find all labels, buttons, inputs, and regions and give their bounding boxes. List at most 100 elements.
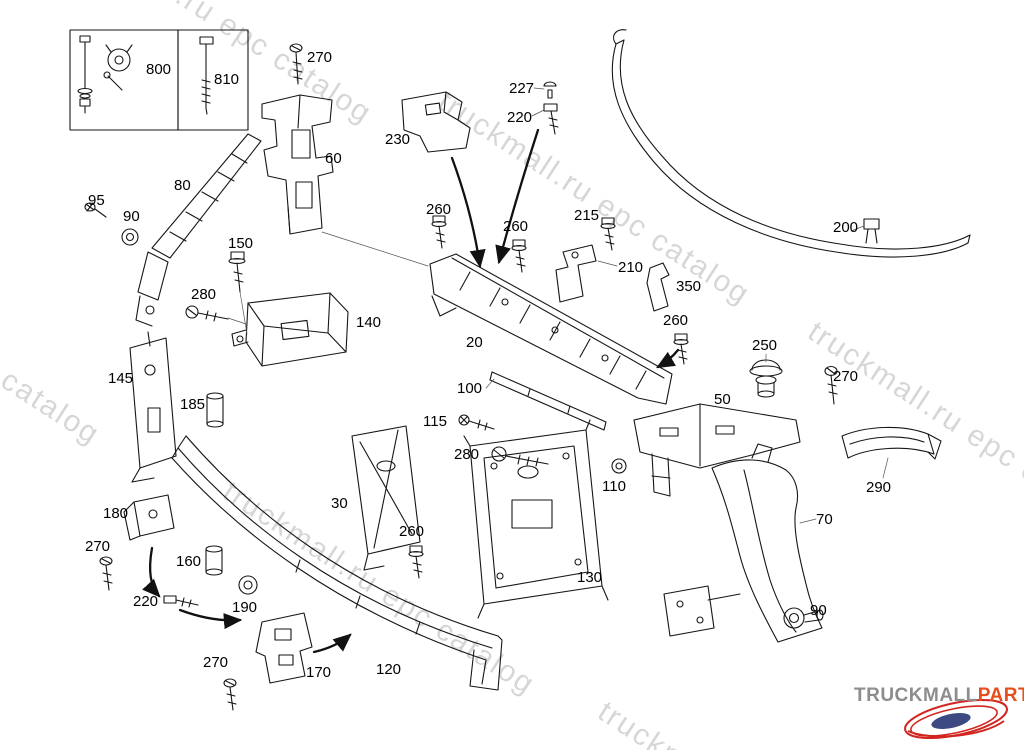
part-label-115: 115	[423, 413, 447, 430]
part-215-bolt	[600, 217, 616, 251]
part-label-95: 95	[88, 192, 105, 209]
part-label-30: 30	[331, 495, 348, 512]
part-label-260: 260	[426, 201, 452, 218]
part-label-190: 190	[232, 599, 258, 616]
part-label-220: 220	[133, 593, 159, 610]
part-label-227: 227	[509, 80, 535, 97]
part-145-bracket	[129, 331, 177, 483]
part-label-60: 60	[325, 150, 342, 167]
part-label-100: 100	[457, 380, 483, 397]
direction-arrows	[142, 128, 680, 654]
part-label-90: 90	[810, 602, 827, 619]
part-90-grommet-left	[121, 228, 139, 246]
part-label-90: 90	[123, 208, 140, 225]
part-30-bracket	[351, 425, 421, 571]
part-label-250: 250	[752, 337, 778, 354]
part-270-screw-left	[99, 556, 113, 591]
part-250-mount	[749, 359, 783, 398]
part-185-sleeve	[206, 392, 224, 428]
part-280-bolt-left	[185, 305, 229, 322]
part-label-800: 800	[146, 61, 172, 78]
part-260-bolt-4	[408, 545, 424, 579]
logo-text-primary: TRUCKMALL	[854, 685, 978, 706]
part-label-280: 280	[191, 286, 217, 303]
part-200-clip	[863, 218, 880, 244]
part-label-170: 170	[306, 664, 332, 681]
part-label-180: 180	[103, 505, 129, 522]
part-80-rail	[135, 133, 262, 327]
part-115-bolt	[458, 414, 495, 431]
part-150-bolt	[228, 251, 246, 293]
assembly-guide-lines	[227, 231, 429, 335]
part-210-bracket	[555, 244, 597, 303]
part-350-bracket	[646, 262, 670, 312]
part-label-200: 200	[833, 219, 859, 236]
part-label-270: 270	[307, 49, 333, 66]
part-label-140: 140	[356, 314, 382, 331]
hood-seal-strip	[611, 29, 971, 258]
part-220-bolt-lower	[163, 595, 199, 608]
part-180-bracket	[123, 494, 175, 541]
part-800-fasteners-icon	[77, 35, 133, 114]
part-120-bumper-beam	[171, 435, 503, 691]
part-220-bolt-top	[543, 103, 559, 135]
part-label-20: 20	[466, 334, 483, 351]
part-label-120: 120	[376, 661, 402, 678]
part-label-290: 290	[866, 479, 892, 496]
part-270-screw-bottom	[223, 678, 237, 711]
part-70-bracket	[663, 443, 823, 643]
part-label-350: 350	[676, 278, 702, 295]
part-label-260: 260	[503, 218, 529, 235]
part-label-130: 130	[577, 569, 603, 586]
part-110-grommet	[611, 458, 627, 474]
part-260-bolt-3	[673, 333, 689, 365]
logo-text-accent: PARTS	[977, 685, 1024, 706]
part-label-210: 210	[618, 259, 644, 276]
part-50-bracket	[633, 403, 801, 497]
part-270-bolt-right	[824, 365, 838, 405]
part-label-50: 50	[714, 391, 731, 408]
truckmall-logo: TRUCKMALLPARTS	[852, 683, 1024, 750]
part-label-260: 260	[663, 312, 689, 329]
part-280-bolt-center	[491, 446, 549, 467]
part-label-280: 280	[454, 446, 480, 463]
part-label-270: 270	[203, 654, 229, 671]
part-160-sleeve	[205, 545, 223, 576]
part-label-810: 810	[214, 71, 240, 88]
part-label-230: 230	[385, 131, 411, 148]
part-290-bracket	[841, 426, 942, 460]
part-label-145: 145	[108, 370, 134, 387]
part-190-grommet	[238, 575, 258, 595]
part-label-185: 185	[180, 396, 206, 413]
part-260-bolt-1	[431, 215, 447, 249]
part-227-clip	[543, 81, 557, 99]
label-leader-lines	[485, 87, 889, 524]
part-100-bar	[489, 371, 607, 431]
part-95-screw	[84, 202, 107, 218]
part-label-160: 160	[176, 553, 202, 570]
part-label-260: 260	[399, 523, 425, 540]
part-90-grommet-right	[783, 607, 824, 629]
part-label-150: 150	[228, 235, 254, 252]
part-60-bracket	[261, 94, 334, 235]
logo-text: TRUCKMALLPARTS	[854, 685, 1024, 707]
part-270-screw-top-icon	[289, 43, 303, 85]
part-170-bracket	[255, 612, 313, 684]
part-label-270: 270	[833, 368, 859, 385]
part-label-110: 110	[602, 478, 626, 495]
part-label-215: 215	[574, 207, 600, 224]
part-810-bolt-icon	[199, 36, 214, 115]
part-label-220: 220	[507, 109, 533, 126]
part-label-270: 270	[85, 538, 111, 555]
part-230-bracket	[401, 91, 471, 153]
part-140-bracket	[231, 292, 349, 367]
part-label-80: 80	[174, 177, 191, 194]
part-label-70: 70	[816, 511, 833, 528]
part-20-crossmember	[429, 253, 673, 405]
logo-swoosh-icon	[904, 698, 1008, 740]
part-130-panel	[463, 419, 609, 619]
part-260-bolt-2	[511, 239, 527, 273]
